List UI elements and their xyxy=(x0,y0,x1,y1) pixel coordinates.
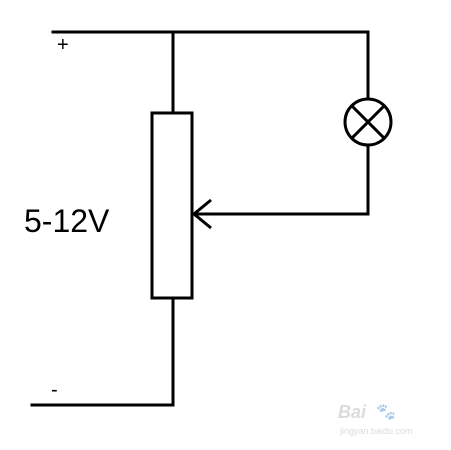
paw-icon: 🐾 xyxy=(376,404,396,421)
watermark-brand: Bai xyxy=(338,402,367,422)
positive-terminal-label: + xyxy=(57,34,69,56)
lamp-icon xyxy=(343,97,393,147)
watermark: Bai 🐾 jingyan.baidu.com xyxy=(338,400,448,448)
voltage-label: 5-12V xyxy=(24,203,110,239)
watermark-url: jingyan.baidu.com xyxy=(340,426,413,436)
wiper-arrowhead xyxy=(191,198,212,230)
negative-terminal-label: - xyxy=(51,379,58,401)
potentiometer-body xyxy=(150,111,194,300)
